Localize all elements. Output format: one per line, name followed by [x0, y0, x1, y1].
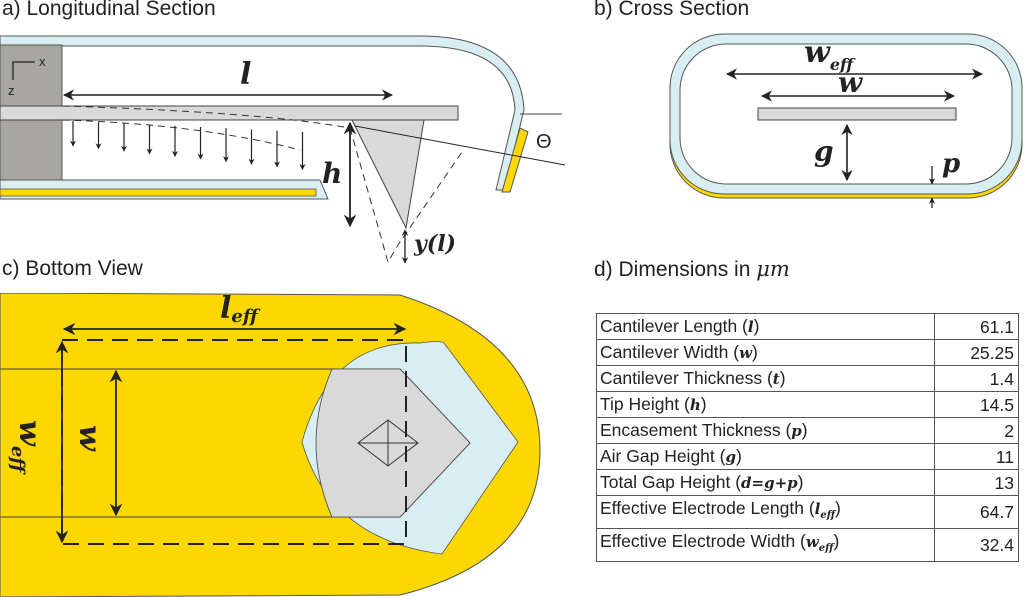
dimension-value: 64.7 — [934, 495, 1019, 529]
panel-a-diagram: x z Θ l h y(l) — [0, 35, 566, 264]
table-row: Total Gap Height (d=g+p)13 — [596, 469, 1019, 496]
dimension-symbol: t — [772, 370, 780, 388]
electrode-wall — [501, 127, 529, 193]
dimension-symbol: l — [814, 500, 821, 518]
table-row: Cantilever Length (l)61.1 — [596, 313, 1019, 340]
dimension-suffix: ) — [779, 368, 786, 388]
dimension-name: Effective Electrode Length ( — [600, 498, 815, 518]
l-label: l — [240, 57, 251, 92]
dimension-suffix: ) — [753, 316, 760, 336]
dimension-symbol-subscript: eff — [818, 543, 834, 554]
deflected-tip — [349, 127, 463, 264]
dimension-name: Air Gap Height ( — [600, 446, 726, 466]
dimension-label: Effective Electrode Length (leff) — [596, 495, 935, 529]
dimension-label: Effective Electrode Width (weff) — [596, 528, 935, 562]
theta-label: Θ — [536, 131, 552, 153]
dimension-name: Encasement Thickness ( — [600, 420, 792, 440]
electrode-bottom — [0, 188, 317, 197]
dimension-name: Cantilever Width ( — [600, 342, 740, 362]
dimension-symbol-subscript: eff — [820, 510, 836, 521]
dimension-value: 2 — [934, 417, 1019, 444]
dimension-value: 61.1 — [934, 313, 1019, 340]
dimension-value: 25.25 — [934, 339, 1019, 366]
dimension-label: Total Gap Height (d=g+p) — [596, 469, 935, 496]
w-eff-label: weff — [804, 35, 856, 74]
w-label-vertical: w — [72, 425, 107, 452]
cantilever-tip — [351, 119, 425, 230]
dimension-name: Cantilever Thickness ( — [600, 368, 773, 388]
encasement-top — [0, 35, 525, 191]
w-label: w — [838, 66, 863, 99]
dimension-name: Effective Electrode Width ( — [600, 531, 806, 551]
tangent-line — [354, 125, 566, 166]
panel-c-title: c) Bottom View — [2, 257, 143, 280]
dimension-label: Cantilever Thickness (t) — [596, 365, 935, 392]
dimension-suffix: ) — [735, 446, 742, 466]
dimension-label: Tip Height (h) — [596, 391, 935, 418]
dimension-label: Cantilever Length (l) — [596, 313, 935, 340]
dimension-name: Total Gap Height ( — [600, 472, 742, 492]
panel-b-diagram: weff w g p — [669, 33, 1023, 208]
y-label: y(l) — [413, 231, 456, 257]
g-label: g — [814, 135, 834, 168]
unit-um: μm — [756, 257, 790, 281]
table-row: Effective Electrode Length (leff)64.7 — [596, 495, 1019, 529]
h-label: h — [322, 157, 342, 190]
table-row: Air Gap Height (g)11 — [596, 443, 1019, 470]
panel-a-title: a) Longitudinal Section — [2, 0, 216, 20]
dimension-suffix: ) — [752, 342, 758, 362]
force-arrows — [70, 121, 306, 170]
table-row: Effective Electrode Width (weff)32.4 — [596, 528, 1019, 562]
axis-x-label: x — [39, 54, 46, 69]
dimension-name: Cantilever Length ( — [600, 316, 748, 336]
dimension-symbol: g — [725, 448, 736, 466]
dimension-value: 1.4 — [934, 365, 1019, 392]
dimension-label: Air Gap Height (g) — [596, 443, 935, 470]
dimension-suffix: ) — [833, 531, 840, 551]
dimension-symbol: h — [689, 396, 701, 414]
dimension-value: 11 — [934, 443, 1019, 470]
table-row: Cantilever Width (w)25.25 — [596, 339, 1019, 366]
panel-d-title: d) Dimensions in μm — [594, 257, 790, 282]
table-row: Encasement Thickness (p)2 — [596, 417, 1019, 444]
dimension-symbol: l — [747, 318, 754, 336]
dimension-name: Tip Height ( — [600, 394, 690, 414]
p-label: p — [942, 149, 960, 179]
dimension-suffix: ) — [797, 472, 804, 492]
tip-outline — [357, 419, 419, 467]
deflected-beam — [61, 105, 351, 151]
dimension-suffix: ) — [700, 394, 707, 414]
panel-c-diagram: leff weff w — [0, 291, 541, 597]
panel-b-title: b) Cross Section — [594, 0, 750, 20]
cantilever-beam — [0, 105, 459, 121]
axis-indicator — [12, 61, 35, 80]
dimension-symbol: w — [805, 533, 819, 551]
dimension-symbol: p — [791, 422, 802, 440]
dimension-value: 13 — [934, 469, 1019, 496]
dimension-suffix: ) — [835, 498, 841, 518]
cantilever-cross-section — [757, 107, 957, 121]
dimension-value: 14.5 — [934, 391, 1019, 418]
w-eff-label-vertical: weff — [7, 420, 47, 475]
axis-z-label: z — [8, 83, 15, 98]
dimension-value: 32.4 — [934, 528, 1019, 562]
dimension-symbol: d=g+p — [741, 474, 798, 492]
dimension-suffix: ) — [801, 420, 808, 440]
dimension-symbol: w — [739, 344, 752, 362]
dimension-label: Cantilever Width (w) — [596, 339, 935, 366]
dimension-label: Encasement Thickness (p) — [596, 417, 935, 444]
table-row: Cantilever Thickness (t)1.4 — [596, 365, 1019, 392]
l-eff-label: leff — [220, 291, 261, 327]
panel-d-title-prefix: d) Dimensions in — [594, 258, 757, 281]
table-row: Tip Height (h)14.5 — [596, 391, 1019, 418]
